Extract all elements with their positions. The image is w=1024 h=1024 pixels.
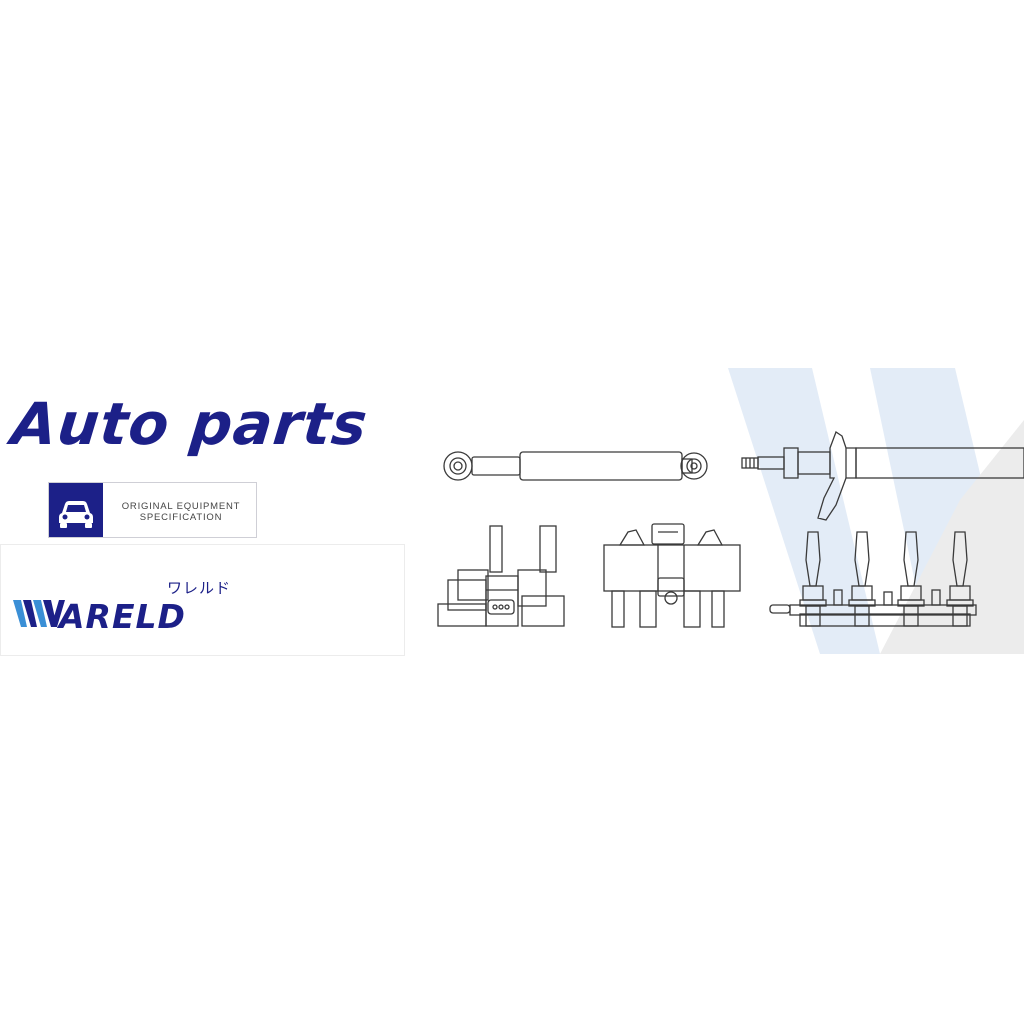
brand-w-logo-mark bbox=[13, 600, 65, 627]
ignition-coil-rail-illustration bbox=[769, 531, 977, 627]
oes-label: ORIGINAL EQUIPMENT SPECIFICATION bbox=[111, 501, 251, 523]
brand-name: ARELD bbox=[59, 597, 186, 636]
oes-line-1: ORIGINAL EQUIPMENT bbox=[121, 501, 241, 512]
ignition-coil-illustration bbox=[437, 525, 565, 627]
oes-line-2: SPECIFICATION bbox=[139, 512, 223, 523]
strut-illustration bbox=[741, 431, 1024, 521]
car-front-icon bbox=[49, 483, 103, 537]
ignition-coil-pack-illustration bbox=[603, 523, 741, 628]
brand-logo-box: ワレルド ARELD bbox=[0, 544, 405, 656]
shock-absorber-illustration bbox=[443, 451, 708, 481]
brand-kana: ワレルド bbox=[167, 579, 232, 597]
oes-badge: ORIGINAL EQUIPMENT SPECIFICATION bbox=[48, 482, 257, 538]
